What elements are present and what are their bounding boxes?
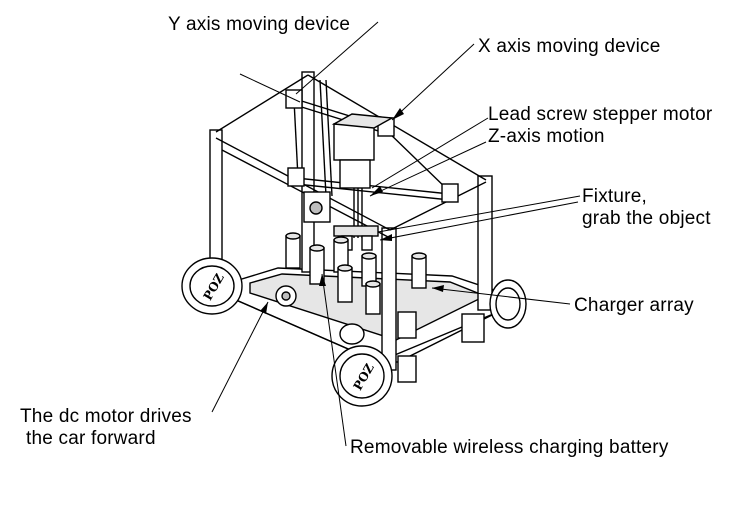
x-axis-rod (385, 129, 451, 193)
label-lead-screw-1: Lead screw stepper motor (488, 104, 713, 125)
wheel-back-right (489, 279, 527, 329)
post-back-right (477, 175, 493, 311)
y-axis-rod (295, 177, 451, 195)
leader-lead-screw (371, 117, 489, 189)
dc-motor-gear (309, 201, 323, 215)
label-fixture-2: grab the object (582, 208, 711, 229)
y-axis-rod (295, 183, 451, 201)
battery-cylinder (285, 235, 301, 269)
wheel-front-right (331, 345, 393, 407)
fixture-clamp (333, 225, 379, 237)
battery-cap (411, 252, 427, 260)
x-axis-rod (293, 99, 299, 179)
wheel-front-right-rim (339, 353, 385, 399)
label-lead-screw-2: Z-axis motion (488, 126, 605, 147)
leader-y-axis (295, 21, 379, 95)
label-y-axis: Y axis moving device (168, 14, 351, 35)
top-frame-rail (307, 74, 487, 181)
slider-block (287, 167, 305, 187)
leader-charger (431, 287, 571, 305)
top-frame-rail (389, 181, 487, 231)
stepper-motor-top (331, 113, 395, 129)
rear-wheel-small (339, 323, 365, 345)
label-dc-motor-1: The dc motor drives (20, 406, 192, 427)
battery-cylinder (365, 283, 381, 315)
leader-fixture-2 (379, 201, 579, 241)
wheel-front-left-rim (189, 265, 235, 307)
slider-block (441, 183, 459, 203)
wheel-back-right-rim (495, 287, 521, 321)
wheel-motor (397, 311, 417, 339)
wheel-motor (461, 313, 485, 343)
leader-fixture (377, 195, 581, 233)
battery-cap (337, 264, 353, 272)
battery-cap (361, 252, 377, 260)
label-x-axis: X axis moving device (478, 36, 661, 57)
battery-cap (285, 232, 301, 240)
side-rod (325, 79, 333, 197)
leader-dc-motor (211, 301, 269, 413)
battery-cap (309, 244, 325, 252)
caster-wheel-hub (281, 291, 291, 301)
side-rod (319, 79, 327, 197)
stepper-motor-body (333, 123, 375, 161)
leader-x-axis (391, 43, 475, 121)
label-dc-motor-2: the car forward (26, 428, 156, 449)
fixture-clamp (361, 235, 373, 251)
leader-y-axis-2 (239, 73, 301, 103)
battery-cylinder (411, 255, 427, 289)
battery-cap (333, 236, 349, 244)
label-battery: Removable wireless charging battery (350, 437, 669, 458)
battery-cap (365, 280, 381, 288)
battery-cylinder (337, 267, 353, 303)
leader-lead-screw-2 (369, 141, 487, 197)
stepper-motor-flange (339, 159, 371, 189)
label-charger-array: Charger array (574, 295, 694, 316)
leader-battery (321, 273, 347, 447)
post-front-right (381, 227, 397, 371)
wheel-motor (397, 355, 417, 383)
label-fixture-1: Fixture, (582, 186, 647, 207)
top-frame-rail (215, 74, 309, 133)
